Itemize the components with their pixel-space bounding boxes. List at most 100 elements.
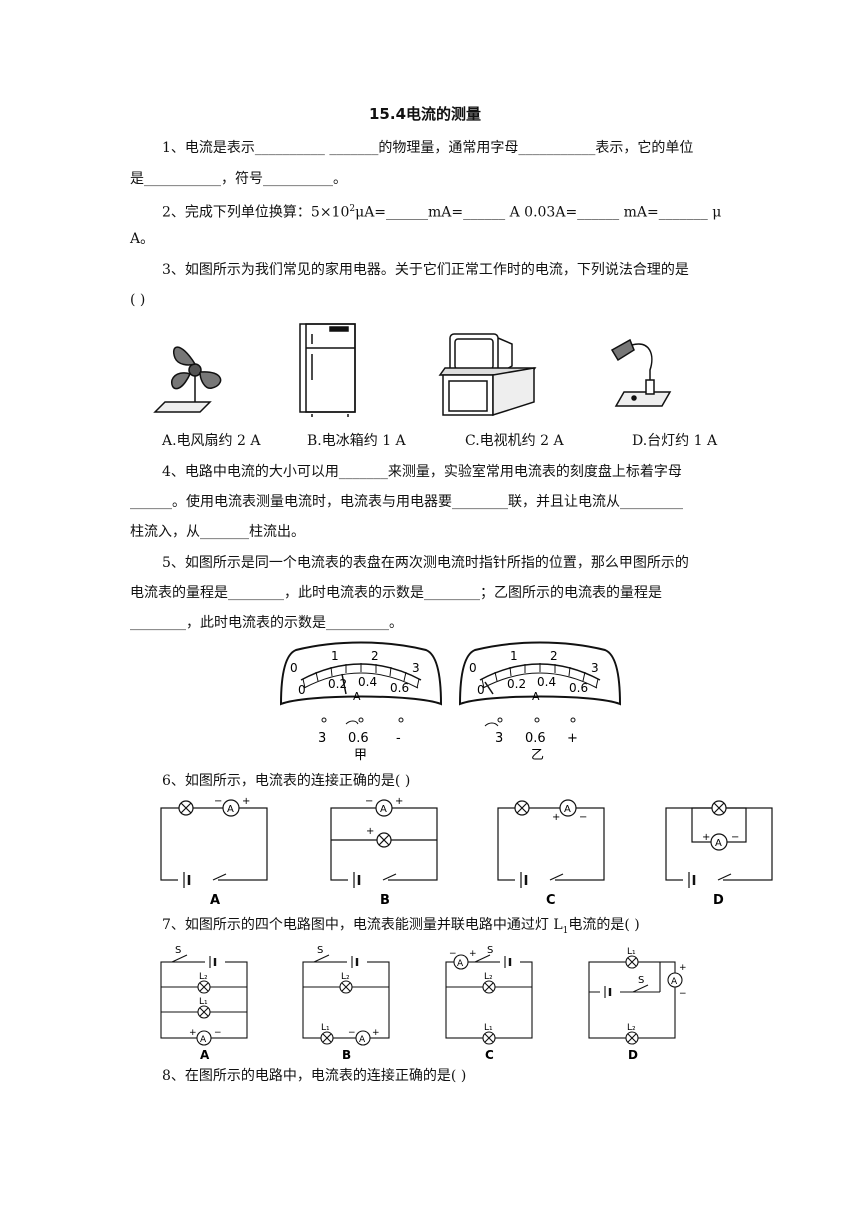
q6-b-ammeter: A <box>380 804 387 815</box>
q3-option-d: D.台灯约 1 A <box>632 433 718 449</box>
terminal-3: 3 <box>495 731 503 746</box>
q7-label-c: C <box>485 1048 494 1062</box>
q6-circuit-d <box>665 800 773 888</box>
q7-c-switch: S <box>487 945 493 956</box>
q7-line1-a: 7、如图所示的四个电路图中，电流表能测量并联电路中通过灯 L <box>162 917 563 933</box>
top-tick-3: 3 <box>591 661 599 675</box>
q3-option-a: A.电风扇约 2 A <box>162 433 261 449</box>
q1-line1: 1、电流是表示__________ _______的物理量，通常用字母_____… <box>162 140 694 156</box>
q7-c-lamp2: L₂ <box>484 972 493 982</box>
unit-label: A <box>353 690 361 703</box>
q7-line1: 7、如图所示的四个电路图中，电流表能测量并联电路中通过灯 L1电流的是( ) <box>162 915 640 941</box>
q7-b-minus: − <box>348 1028 356 1038</box>
q7-a-minus: − <box>214 1028 222 1038</box>
terminal-0.6: 0.6 <box>525 731 546 746</box>
bottom-tick-0: 0 <box>477 683 485 697</box>
q6-c-plus: + <box>552 812 560 823</box>
dial-ticks <box>481 663 599 689</box>
q7-a-ammeter: A <box>200 1035 207 1045</box>
q7-line1-b: 电流的是( ) <box>568 917 640 933</box>
bottom-tick-2: 0.4 <box>358 675 377 689</box>
bottom-tick-1: 0.2 <box>328 677 347 691</box>
q3-line1: 3、如图所示为我们常见的家用电器。关于它们正常工作时的电流，下列说法合理的是 <box>162 262 689 278</box>
q7-d-lamp2: L₂ <box>627 1023 636 1033</box>
q7-circuit-b <box>302 954 390 1046</box>
q5-line2: 电流表的量程是________，此时电流表的示数是________；乙图所示的电… <box>130 585 662 601</box>
terminal-0.6: 0.6 <box>348 731 369 746</box>
q6-a-minus: − <box>214 796 222 807</box>
q7-a-switch: S <box>175 945 181 956</box>
fan-icon <box>153 346 222 413</box>
terminal-plus: + <box>567 731 578 746</box>
q7-d-lamp1: L₁ <box>627 947 636 957</box>
q7-b-plus: + <box>372 1028 380 1038</box>
q6-d-ammeter: A <box>715 838 722 849</box>
page-title: 15.4电流的测量 <box>369 105 482 123</box>
q6-line1: 6、如图所示，电流表的连接正确的是( ) <box>162 773 411 789</box>
q2-line2: A。 <box>130 231 155 247</box>
q7-a-lamp1: L₁ <box>199 997 208 1007</box>
q6-label-c: C <box>546 893 556 908</box>
q7-d-ammeter: A <box>671 977 678 987</box>
q7-b-lamp2: L₂ <box>341 972 350 982</box>
q7-circuit-d <box>588 955 683 1045</box>
needle <box>484 681 494 695</box>
q6-b-plus-2: + <box>366 826 374 837</box>
q7-b-lamp1: L₁ <box>321 1023 330 1033</box>
q6-circuits-figure: A − + A A − + + B A + − C <box>160 796 773 908</box>
desk-lamp-icon <box>610 338 672 407</box>
q5-line1: 5、如图所示是同一个电流表的表盘在两次测电流时指针所指的位置，那么甲图所示的 <box>162 555 689 571</box>
terminal-3: 3 <box>318 731 326 746</box>
q7-subscript: 1 <box>562 925 569 936</box>
q7-circuit-c <box>445 954 533 1045</box>
bottom-tick-2: 0.4 <box>537 675 556 689</box>
q7-b-switch: S <box>317 945 323 956</box>
q4-line1: 4、电路中电流的大小可以用_______来测量，实验室常用电流表的刻度盘上标着字… <box>162 464 682 480</box>
q7-a-lamp2: L₂ <box>199 972 208 982</box>
ammeter-dial-yi: 0 1 2 3 0 0.2 0.4 0.6 A 3 0.6 + 乙 <box>458 641 622 763</box>
bottom-tick-0: 0 <box>298 683 306 697</box>
q2-line1: 2、完成下列单位换算：5×102μA=______mA=______ A 0.0… <box>162 199 721 223</box>
q7-circuits-figure: S L₂ L₁ A + − A S L₂ L₁ A − + B <box>160 945 687 1062</box>
q7-c-minus: − <box>449 949 457 959</box>
q6-c-ammeter: A <box>564 804 571 815</box>
appliances-figure <box>153 323 672 417</box>
q5-line3: ________，此时电流表的示数是_________。 <box>130 615 403 631</box>
q6-d-plus: + <box>702 832 710 843</box>
q6-a-ammeter: A <box>227 804 234 815</box>
needle <box>341 673 347 695</box>
q4-line3: 柱流入，从_______柱流出。 <box>130 524 305 540</box>
caption-yi: 乙 <box>531 748 544 763</box>
q6-label-b: B <box>380 893 390 908</box>
ammeter-dial-jia: 0 1 2 3 0 0.2 0.4 0.6 A 3 0.6 - 甲 <box>279 641 443 763</box>
q2-exponent: 2 <box>349 204 356 214</box>
q6-a-plus: + <box>242 796 250 807</box>
q7-label-d: D <box>628 1048 638 1062</box>
q7-label-a: A <box>200 1048 210 1062</box>
q7-d-minus: − <box>679 989 687 999</box>
bottom-tick-1: 0.2 <box>507 677 526 691</box>
q7-c-ammeter: A <box>457 959 464 969</box>
refrigerator-icon <box>299 323 356 417</box>
top-tick-3: 3 <box>412 661 420 675</box>
q6-c-minus: − <box>579 812 587 823</box>
q2-line1-b: μA=______mA=______ A 0.03A=______ mA=___… <box>355 204 722 221</box>
q6-circuit-c <box>497 799 605 888</box>
q6-b-plus: + <box>395 796 403 807</box>
q7-c-plus: + <box>469 949 477 959</box>
top-tick-2: 2 <box>550 649 558 663</box>
top-tick-2: 2 <box>371 649 379 663</box>
q7-d-switch: S <box>638 975 644 986</box>
q6-b-minus: − <box>365 796 373 807</box>
q7-label-b: B <box>342 1048 351 1062</box>
top-tick-0: 0 <box>290 661 298 675</box>
television-icon <box>438 333 537 417</box>
q7-b-ammeter: A <box>359 1035 366 1045</box>
q6-d-minus: − <box>731 832 739 843</box>
top-tick-1: 1 <box>510 649 518 663</box>
q1-line2: 是___________，符号__________。 <box>130 171 347 187</box>
q7-d-plus: + <box>679 963 687 973</box>
top-tick-0: 0 <box>469 661 477 675</box>
q7-c-lamp1: L₁ <box>484 1023 493 1033</box>
dial-ticks <box>302 663 420 689</box>
